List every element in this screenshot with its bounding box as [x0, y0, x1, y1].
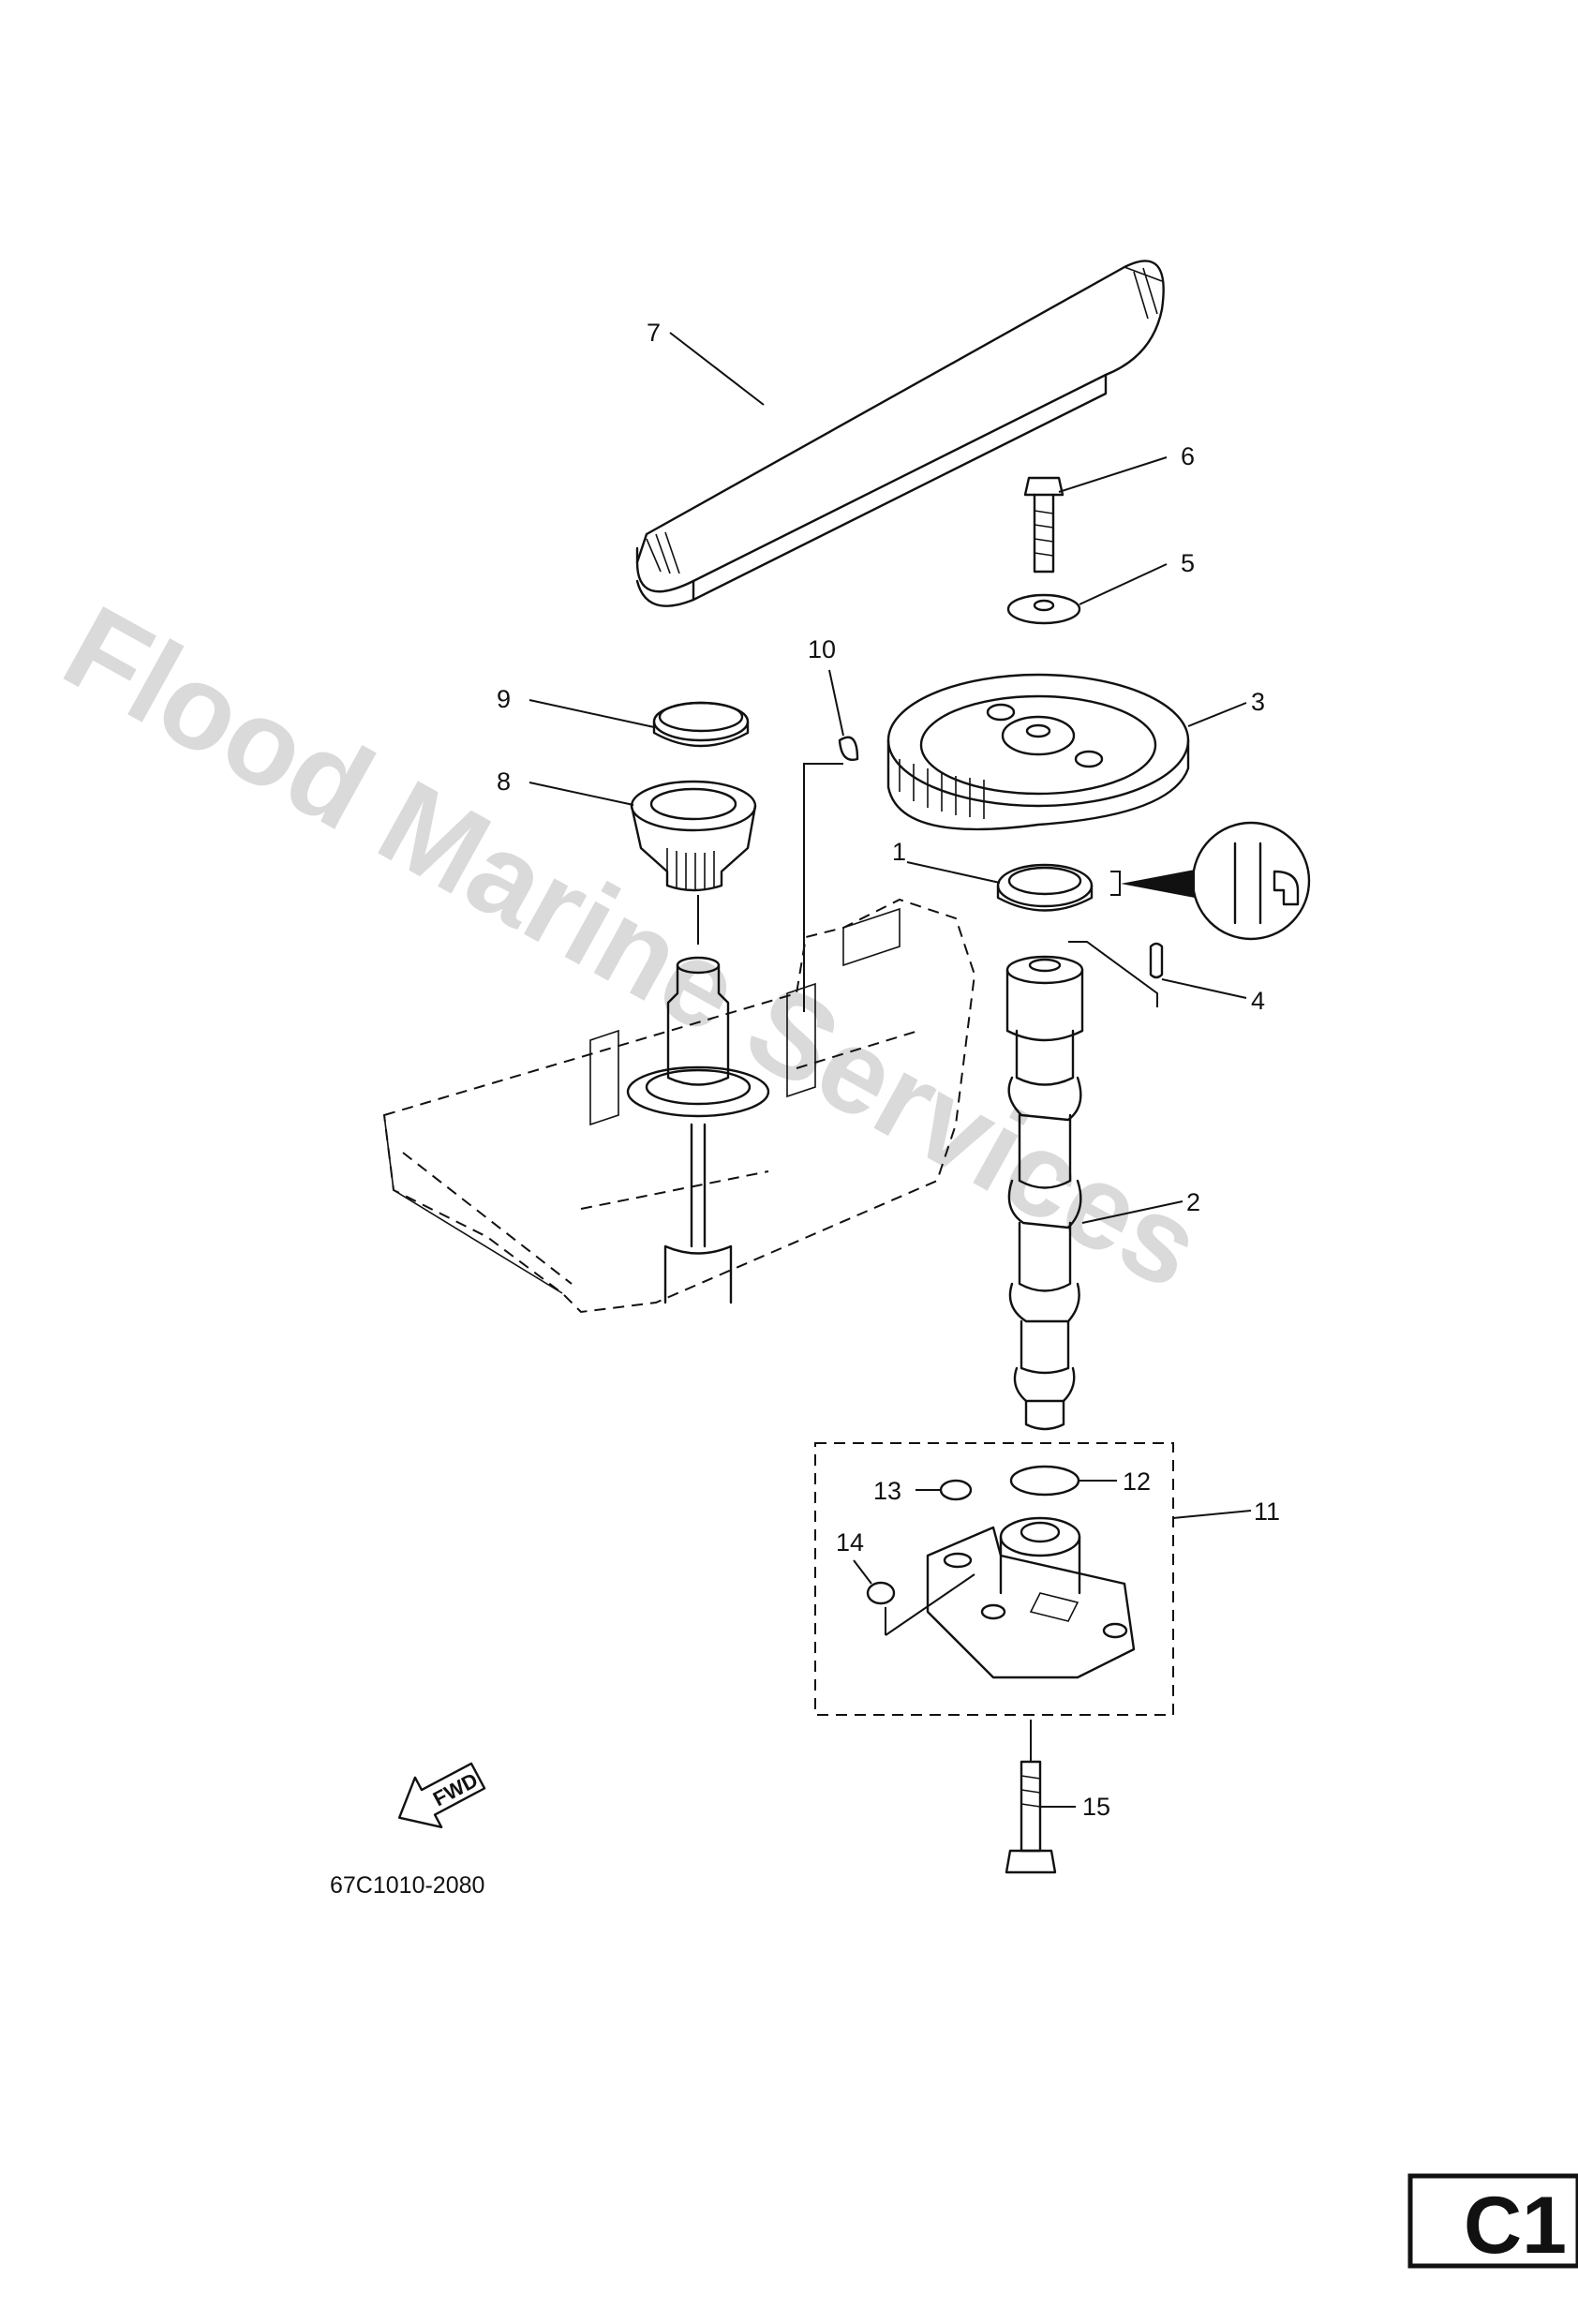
- page-id-box: C1: [1407, 2173, 1578, 2271]
- callout-13: 13: [873, 1477, 901, 1505]
- leader-lines: [528, 332, 1252, 1808]
- o-ring-13: [939, 1479, 973, 1501]
- callout-6: 6: [1181, 442, 1195, 470]
- callout-1: 1: [892, 838, 906, 866]
- callout-4: 4: [1251, 987, 1265, 1015]
- callout-10: 10: [808, 635, 836, 663]
- callouts: 1 2 3 4 5 6 7 8 9 10 11 12 13 14 15: [497, 319, 1280, 1821]
- callout-11: 11: [1254, 1497, 1280, 1526]
- oil-pump-assembly-box: [814, 1442, 1174, 1716]
- bolt-15: [1005, 1720, 1057, 1874]
- washer-5: [1006, 593, 1081, 625]
- oil-seal-1: [996, 863, 1195, 912]
- callout-2: 2: [1186, 1188, 1200, 1216]
- grease-symbol: [1191, 821, 1311, 941]
- callout-12: 12: [1123, 1467, 1151, 1496]
- camshaft-pulley-3: [886, 673, 1190, 831]
- callout-8: 8: [497, 767, 511, 796]
- o-ring-14: [866, 1581, 896, 1605]
- callout-9: 9: [497, 685, 511, 713]
- callout-7: 7: [647, 319, 661, 347]
- crankshaft: [626, 895, 770, 1304]
- fwd-arrow-icon: FWD: [397, 1762, 486, 1828]
- dowel-pin-4: [1068, 941, 1164, 1007]
- callout-14: 14: [836, 1528, 864, 1557]
- bolt-6: [1023, 476, 1064, 574]
- timing-belt: [635, 260, 1165, 607]
- callout-3: 3: [1251, 688, 1265, 716]
- key-10: [803, 736, 859, 1012]
- oil-pump-11: [885, 1516, 1136, 1679]
- camshaft-2: [1005, 955, 1084, 1431]
- watermark: Flood Marine Services: [43, 580, 1222, 1315]
- callout-5: 5: [1181, 549, 1195, 577]
- ring-9: [652, 701, 750, 748]
- page-id: C1: [1464, 2181, 1567, 2271]
- bearing-8: [630, 780, 757, 892]
- o-ring-12: [1009, 1465, 1080, 1497]
- callout-15: 15: [1082, 1793, 1110, 1821]
- crankcase-phantom: [382, 898, 976, 1314]
- drawing-code: 67C1010-2080: [330, 1872, 484, 1899]
